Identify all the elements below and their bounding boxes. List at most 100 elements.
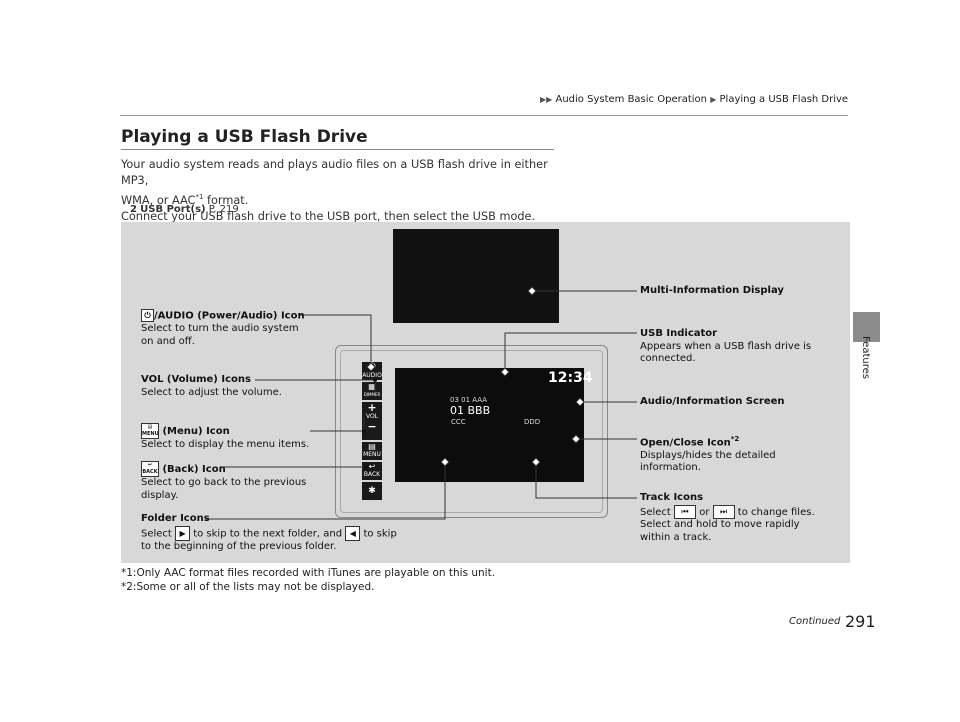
callout-track-line1b: or	[696, 506, 713, 518]
volume-buttons[interactable]: + VOL −	[362, 402, 382, 440]
breadcrumb-arrow-icon: ▶	[710, 95, 717, 104]
callout-folder-line1: Select ▶ to skip to the next folder, and…	[141, 525, 397, 541]
callout-folder-icons: Folder Icons Select ▶ to skip to the nex…	[141, 513, 397, 553]
vol-label: VOL	[365, 413, 379, 420]
callout-back-heading-row: ↩BACK (Back) Icon	[141, 461, 306, 477]
menu-icon-text: MENU	[142, 431, 159, 437]
intro-line-2-a: WMA, or AAC	[121, 193, 196, 207]
footnote-1: *1:Only AAC format files recorded with i…	[121, 567, 496, 579]
title-rule	[121, 149, 554, 150]
reference-label: USB Port(s)	[140, 204, 206, 215]
callout-menu-heading: (Menu) Icon	[159, 426, 230, 437]
callout-usb-indicator: USB Indicator Appears when a USB flash d…	[640, 328, 811, 366]
breadcrumb-arrow-icon: ▶▶	[540, 95, 553, 104]
callout-volume: VOL (Volume) Icons Select to adjust the …	[141, 374, 282, 399]
callout-open-heading-row: Open/Close Icon*2	[640, 433, 776, 450]
menu-icon: ▤MENU	[141, 423, 159, 439]
callout-usb-line2: connected.	[640, 353, 696, 364]
multi-information-display	[393, 229, 559, 323]
display-title: 01 BBB	[450, 404, 491, 417]
reference-page: P. 219	[208, 204, 239, 215]
continued-label: Continued	[789, 616, 841, 627]
callout-open-line2: information.	[640, 462, 701, 474]
display-track-info: 03 01 AAA	[450, 396, 488, 404]
footnote-ref-1: *1	[195, 193, 204, 201]
page-title: Playing a USB Flash Drive	[121, 127, 368, 147]
power-icon: ⏻	[141, 309, 154, 322]
audio-information-screen	[395, 368, 584, 482]
footnote-2: *2:Some or all of the lists may not be d…	[121, 581, 375, 593]
reference-icon: 2	[130, 204, 137, 215]
callout-vol-line1: Select to adjust the volume.	[141, 386, 282, 398]
folder-next-icon: ▶	[175, 525, 191, 541]
display-artist: CCC	[451, 418, 466, 426]
display-album: DDD	[524, 418, 541, 426]
callout-power-heading-row: ⏻/AUDIO (Power/Audio) Icon	[141, 309, 305, 323]
callout-track-line1a: Select	[640, 506, 675, 518]
callout-mid-heading: Multi-Information Display	[640, 285, 784, 296]
callout-folder-line1a: Select	[141, 528, 176, 539]
callout-track-icons: Track Icons Select ⏮ or ⏭ to change file…	[640, 492, 815, 544]
callout-open-close: Open/Close Icon*2 Displays/hides the det…	[640, 433, 776, 475]
callout-screen-heading: Audio/Information Screen	[640, 396, 785, 407]
callout-audio-info-screen: Audio/Information Screen	[640, 396, 785, 409]
back-icon: ↩	[368, 462, 376, 471]
callout-back-line1: Select to go back to the previous	[141, 477, 307, 488]
side-tab-label: Features	[860, 336, 871, 379]
callout-menu-heading-row: ▤MENU (Menu) Icon	[141, 423, 309, 439]
dimmer-button[interactable]: ▦ DIMMER	[362, 382, 382, 400]
brightness-icon[interactable]: ✱	[362, 482, 382, 500]
header-rule	[120, 115, 848, 116]
audio-label: AUDIO	[362, 372, 382, 379]
callout-vol-heading: VOL (Volume) Icons	[141, 374, 251, 385]
callout-folder-line1c: to skip	[360, 528, 397, 539]
breadcrumb-section: Audio System Basic Operation	[555, 94, 708, 105]
back-icon: ↩BACK	[141, 461, 159, 477]
callout-folder-line1b: to skip to the next folder, and	[190, 528, 346, 539]
callout-power-audio: ⏻/AUDIO (Power/Audio) Icon Select to tur…	[141, 309, 305, 348]
callout-track-line1c: to change files.	[734, 506, 815, 518]
intro-line-2: WMA, or AAC*1 format.	[121, 189, 561, 209]
callout-track-heading: Track Icons	[640, 492, 704, 503]
callout-power-heading: /AUDIO (Power/Audio) Icon	[154, 310, 305, 322]
dimmer-label: DIMMER	[363, 392, 381, 397]
callout-track-line1: Select ⏮ or ⏭ to change files.	[640, 504, 815, 520]
dimmer-icon: ▦	[368, 382, 376, 391]
callout-multi-info-display: Multi-Information Display	[640, 285, 784, 298]
volume-down-icon: −	[367, 420, 377, 433]
callout-folder-heading: Folder Icons	[141, 513, 210, 524]
breadcrumb: ▶▶ Audio System Basic Operation ▶ Playin…	[540, 94, 848, 105]
skip-back-icon: ⏮	[674, 504, 697, 519]
callout-menu-line1: Select to display the menu items.	[141, 439, 310, 450]
menu-button[interactable]: ▤ MENU	[362, 442, 382, 460]
intro-line-3: Connect your USB flash drive to the USB …	[121, 209, 536, 223]
callout-usb-heading: USB Indicator	[640, 328, 718, 339]
callout-power-line1: Select to turn the audio system	[141, 323, 299, 334]
menu-label: MENU	[363, 451, 381, 458]
callout-back-heading: (Back) Icon	[159, 464, 226, 475]
cross-reference[interactable]: 2 USB Port(s) P. 219	[130, 204, 239, 215]
back-icon-text: BACK	[142, 469, 158, 475]
back-label: BACK	[363, 471, 381, 478]
callout-track-line3: within a track.	[640, 531, 712, 543]
page-number: 291	[845, 612, 876, 631]
intro-line-2-b: format.	[203, 193, 249, 207]
volume-up-icon: +	[367, 401, 377, 414]
breadcrumb-page: Playing a USB Flash Drive	[719, 94, 849, 105]
menu-icon: ▤	[368, 442, 376, 451]
callout-open-heading: Open/Close Icon	[640, 437, 731, 449]
intro-line-1: Your audio system reads and plays audio …	[121, 158, 548, 187]
intro-text: Your audio system reads and plays audio …	[121, 157, 561, 225]
skip-forward-icon: ⏭	[712, 504, 735, 519]
side-tab	[853, 312, 880, 342]
callout-back-line2: display.	[141, 489, 179, 501]
callout-back: ↩BACK (Back) Icon Select to go back to t…	[141, 461, 306, 502]
callout-menu: ▤MENU (Menu) Icon Select to display the …	[141, 423, 309, 452]
callout-power-line2: on and off.	[141, 335, 195, 347]
callout-open-line1: Displays/hides the detailed	[640, 449, 776, 461]
callout-folder-line2: to the beginning of the previous folder.	[141, 540, 337, 552]
callout-track-line2: Select and hold to move rapidly	[640, 519, 800, 530]
callout-usb-line1: Appears when a USB flash drive is	[640, 340, 812, 352]
folder-prev-icon: ◀	[345, 525, 361, 541]
